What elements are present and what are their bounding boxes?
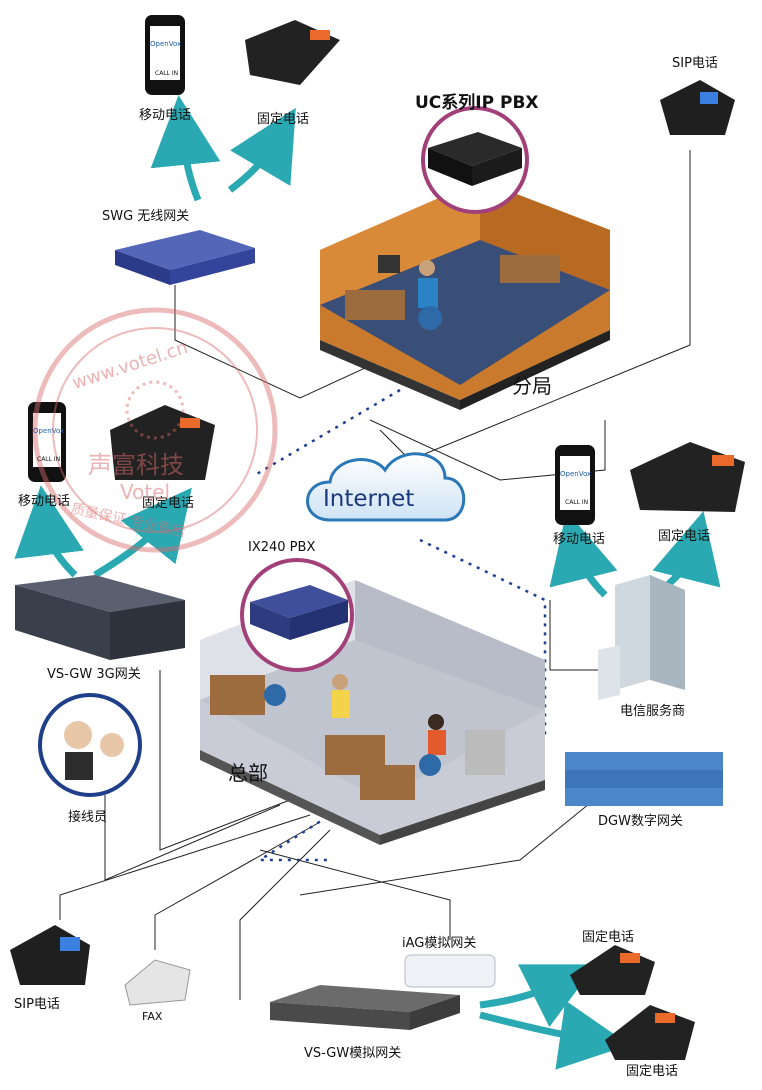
- landline-phone-right: [630, 442, 745, 512]
- dgw-gateway-device: [565, 752, 723, 806]
- label-uc-pbx: UC系列IP PBX: [415, 93, 539, 113]
- label-hq: 总部: [228, 761, 268, 785]
- landline-phone-br2: [605, 1005, 695, 1060]
- label-dgw: DGW数字网关: [598, 814, 683, 829]
- label-landline-left: 固定电话: [142, 496, 195, 511]
- vsgw-3g-gateway-device: [15, 575, 185, 660]
- label-sip-bottom: SIP电话: [14, 997, 60, 1012]
- iag-gateway-device: [404, 954, 496, 988]
- label-carrier: 电信服务商: [620, 704, 686, 719]
- mobile-phone-right: [555, 445, 595, 525]
- label-landline-br2: 固定电话: [626, 1064, 679, 1079]
- label-landline-top: 固定电话: [257, 112, 310, 127]
- label-mobile-left: 移动电话: [18, 494, 71, 509]
- label-ix240: IX240 PBX: [248, 540, 316, 555]
- uc-pbx-device: [421, 106, 529, 214]
- openvox-logo-left: OpenVox: [33, 427, 65, 435]
- internet-cloud: [306, 452, 466, 522]
- landline-phone-br1: [570, 945, 655, 995]
- label-iag: iAG模拟网关: [402, 936, 477, 951]
- watermark-title: 声富科技: [88, 451, 184, 479]
- label-mobile-top: 移动电话: [139, 108, 192, 123]
- label-internet: Internet: [323, 486, 415, 512]
- openvox-logo-right: OpenVox: [560, 470, 592, 478]
- watermark-brand: Votel: [120, 480, 171, 504]
- ix240-pbx-device: [240, 558, 354, 672]
- mobile-phone-left: [28, 402, 66, 482]
- branch-office: [320, 180, 610, 410]
- label-landline-br1: 固定电话: [582, 930, 635, 945]
- operator-portrait: [38, 693, 142, 797]
- watermark-seal: [32, 307, 278, 553]
- call-in-right: CALL IN: [565, 499, 589, 506]
- label-fax: FAX: [142, 1010, 163, 1023]
- label-sip-top: SIP电话: [672, 56, 718, 71]
- teal-arrows: [14, 95, 721, 1070]
- label-branch: 分局: [512, 374, 552, 398]
- label-vsgw-3g: VS-GW 3G网关: [47, 667, 141, 682]
- landline-phone-left: [110, 405, 215, 480]
- sip-phone-bottom: [10, 925, 90, 985]
- label-operator: 接线员: [68, 810, 108, 825]
- fax-machine: [124, 959, 191, 1006]
- label-vsgw-analog: VS-GW模拟网关: [304, 1046, 402, 1061]
- openvox-logo-top: OpenVox: [150, 40, 182, 48]
- swg-gateway-device: [115, 230, 255, 285]
- call-in-left: CALL IN: [37, 456, 61, 463]
- landline-phone-top: [245, 20, 340, 85]
- label-mobile-right: 移动电话: [553, 532, 606, 547]
- label-landline-right: 固定电话: [658, 529, 711, 544]
- connection-lines: [59, 150, 691, 1000]
- sip-phone-top: [660, 80, 735, 135]
- vsgw-analog-gateway-device: [270, 985, 460, 1030]
- label-swg: SWG 无线网关: [102, 209, 190, 224]
- mobile-phone-top: [145, 15, 185, 95]
- call-in-top: CALL IN: [155, 70, 179, 77]
- carrier-building: [598, 575, 685, 700]
